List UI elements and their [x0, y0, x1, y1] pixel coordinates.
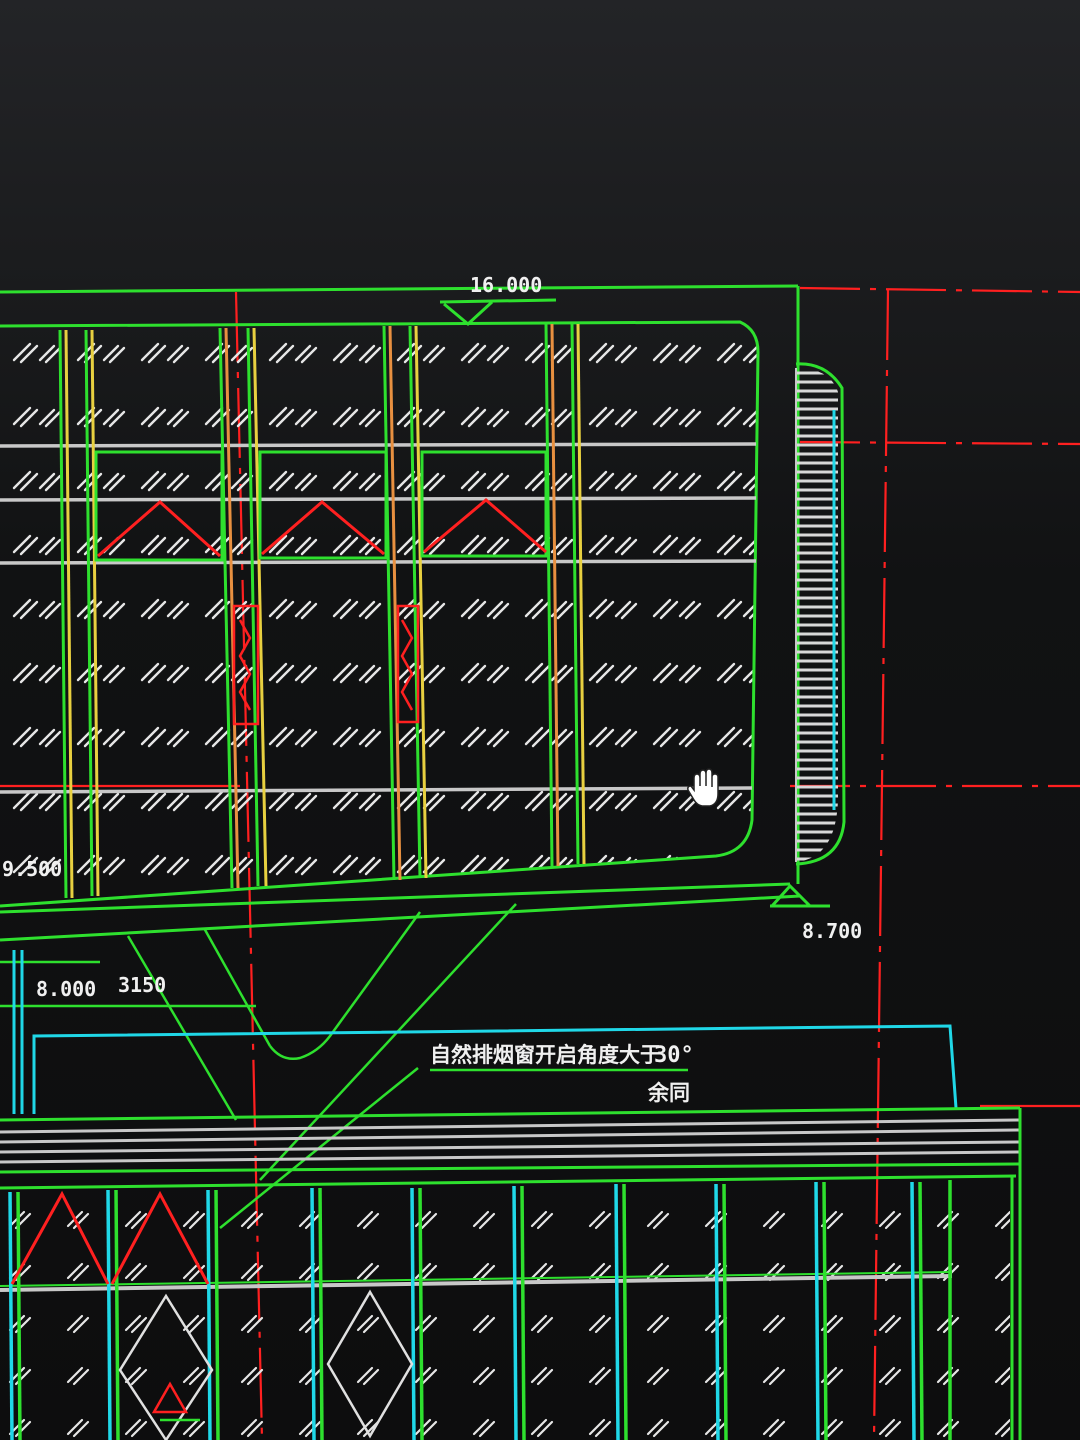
callout-box	[12, 950, 958, 1114]
hand-pan-cursor-icon	[687, 768, 719, 807]
note-angle-value: 30°	[654, 1043, 694, 1068]
upper-elevation-window-wall	[0, 284, 801, 942]
mullion-section-marks	[232, 604, 420, 726]
note-same: 余同	[647, 1081, 690, 1105]
elevation-label-right: 8.700	[802, 919, 862, 943]
lower-elevation-curtain-wall	[0, 1106, 1022, 1440]
elevation-label-top: 16.000	[470, 273, 542, 297]
smoke-vent-sashes	[94, 450, 548, 562]
elevation-marker-top: 16.000	[439, 273, 557, 326]
elevation-label-left: 9.500	[2, 857, 62, 881]
dimension-label-lower: 3150	[118, 973, 166, 997]
stair-section: 8.700	[770, 362, 862, 943]
note-opening-angle: 自然排烟窗开启角度大于	[430, 1043, 661, 1067]
elevation-label-lower: 8.000	[36, 977, 96, 1001]
